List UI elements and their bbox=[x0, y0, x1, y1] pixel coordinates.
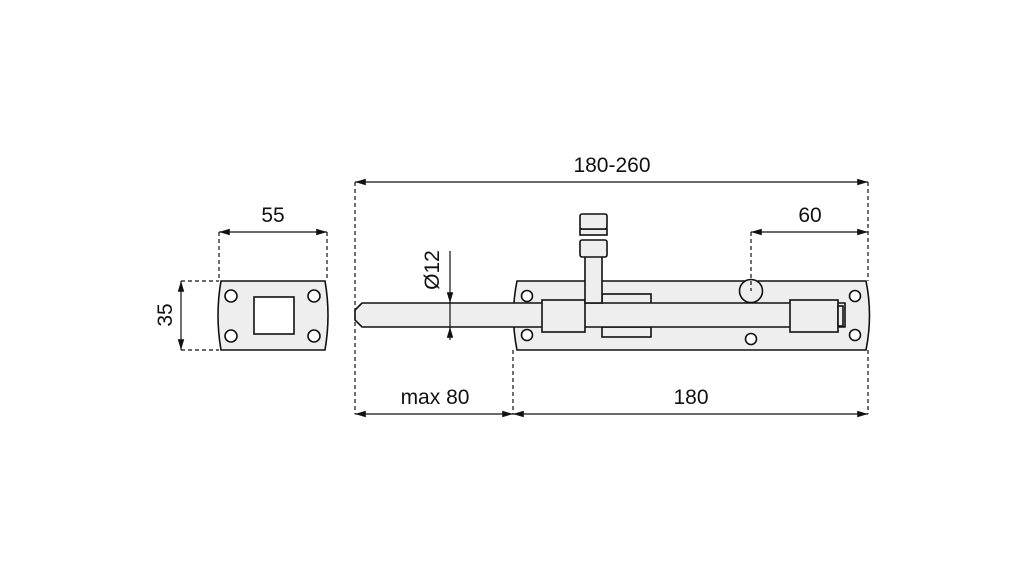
screw-hole bbox=[848, 289, 862, 303]
bolt-rod bbox=[354, 299, 846, 333]
dim-label-180: 180 bbox=[673, 386, 708, 409]
dimension-knob-offset: 60 bbox=[751, 204, 868, 236]
dimension-strike-width: 55 bbox=[218, 204, 328, 281]
handle-ring bbox=[579, 228, 608, 236]
dimension-total-length: 180-260 bbox=[355, 154, 868, 186]
dim-label-55: 55 bbox=[261, 204, 284, 227]
screw-hole bbox=[307, 289, 321, 303]
rod-collar-left bbox=[541, 299, 586, 333]
screw-hole bbox=[224, 329, 238, 343]
screw-hole bbox=[744, 332, 758, 346]
guide-bottom bbox=[601, 326, 652, 338]
screw-hole bbox=[307, 329, 321, 343]
dimension-strike-height: 35 bbox=[154, 280, 219, 351]
handle-knob-top bbox=[579, 213, 608, 230]
dim-label-35: 35 bbox=[154, 303, 177, 326]
screw-hole bbox=[520, 289, 534, 303]
rod-collar-right bbox=[789, 299, 839, 333]
dim-label-60: 60 bbox=[798, 204, 821, 227]
bolt-opening bbox=[253, 296, 295, 335]
screw-hole bbox=[848, 328, 862, 342]
rod-end-cap bbox=[837, 305, 844, 327]
dimension-rod-diameter: Ø12 bbox=[421, 250, 454, 340]
screw-hole bbox=[520, 328, 534, 342]
handle-knob-lower bbox=[579, 239, 608, 258]
dimension-plate-length: 180 bbox=[513, 386, 868, 418]
screw-hole bbox=[224, 289, 238, 303]
dim-label-max-80: max 80 bbox=[401, 386, 470, 409]
strike-plate bbox=[217, 280, 329, 351]
dim-label-180-260: 180-260 bbox=[573, 154, 650, 177]
dim-label-diameter-12: Ø12 bbox=[421, 250, 444, 290]
bolt-handle bbox=[579, 213, 608, 304]
dimension-throw: max 80 bbox=[355, 386, 513, 418]
